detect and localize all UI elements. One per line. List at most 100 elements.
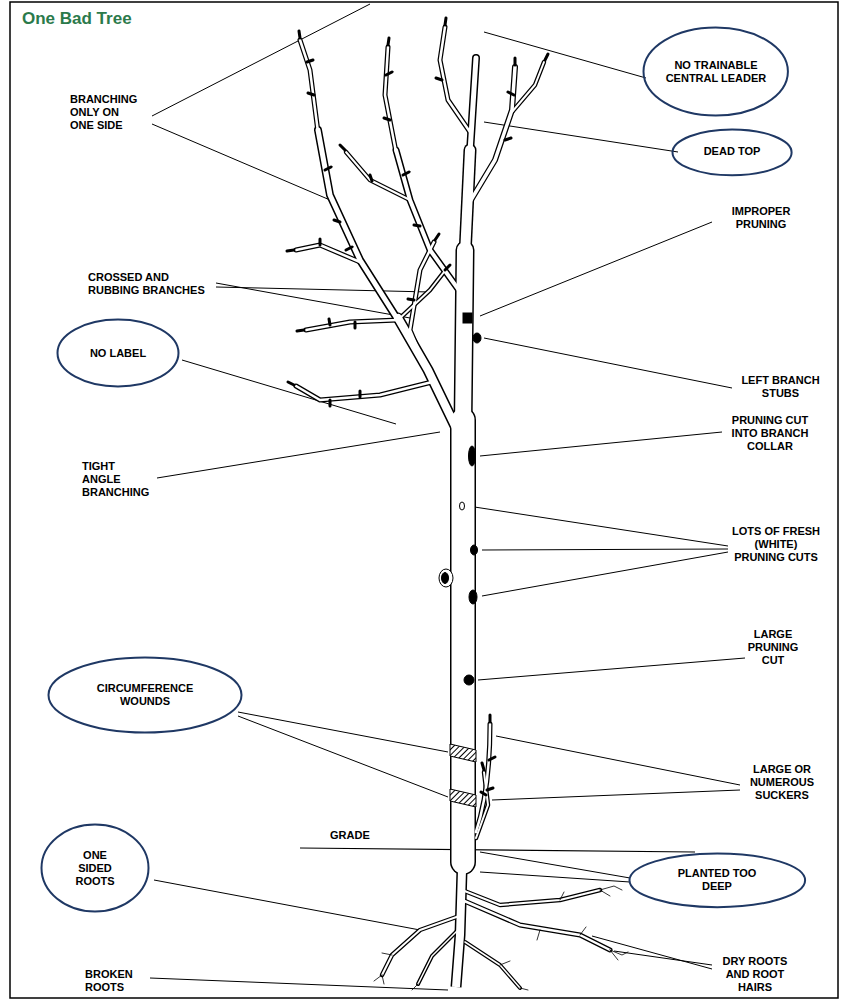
callout-text-group: CIRCUMFERENCE WOUNDS	[89, 682, 201, 708]
pruning-cuts	[439, 569, 453, 587]
part-label: TIGHT ANGLE BRANCHING	[82, 460, 154, 499]
pruning-cuts	[464, 675, 474, 685]
tree-outline	[470, 58, 476, 152]
part-label: LARGE OR NUMEROUS SUCKERS	[742, 763, 822, 802]
ellipse-outline	[629, 853, 805, 907]
callout-ellipse: PLANTED TOO DEEP	[628, 852, 807, 909]
buds	[384, 118, 390, 120]
tree-fill	[300, 40, 318, 132]
leader-lines	[478, 658, 745, 680]
callout-text-group: DEAD TOP	[692, 145, 772, 158]
buds	[359, 391, 362, 397]
pruning-cuts	[471, 545, 478, 555]
tree-outline	[296, 245, 360, 262]
part-label: BRANCHING ONLY ON ONE SIDE	[70, 93, 142, 132]
tree-fill	[465, 942, 520, 988]
part-label: DRY ROOTS AND ROOT HAIRS	[715, 955, 795, 994]
tree-outline	[450, 420, 476, 862]
leader-lines	[182, 360, 396, 424]
tree-outline	[306, 320, 398, 330]
root-hairs	[560, 892, 564, 900]
buds	[508, 92, 514, 95]
buds	[403, 172, 409, 175]
root-hairs	[600, 886, 622, 890]
callout-text: ONE SIDED ROOTS	[69, 849, 121, 888]
leader-lines	[150, 978, 448, 990]
buds	[370, 175, 372, 181]
callout-text-group: ONE SIDED ROOTS	[69, 849, 121, 888]
tree-fill	[470, 58, 476, 152]
callout-text-group: NO TRAINABLE CENTRAL LEADER	[662, 59, 770, 85]
tree-outline	[440, 27, 470, 132]
tree-fill	[398, 318, 458, 432]
buds	[436, 78, 442, 80]
tree-fill	[296, 245, 360, 262]
pruning-cuts	[473, 333, 481, 343]
tree-fill	[512, 62, 544, 112]
tree-outline	[462, 890, 600, 905]
pruning-cuts	[463, 313, 472, 323]
buds	[354, 322, 357, 328]
pruning-cuts	[442, 573, 449, 584]
buds	[514, 58, 517, 65]
tree-outline	[463, 250, 465, 425]
callout-ellipse: NO TRAINABLE CENTRAL LEADER	[642, 26, 789, 117]
root-hairs	[520, 988, 528, 990]
tree-fill	[468, 67, 515, 205]
callout-text: DEAD TOP	[692, 145, 772, 158]
tree-outline	[300, 40, 318, 132]
root-hairs	[610, 950, 628, 955]
callout-text: NO LABEL	[83, 347, 153, 360]
leader-lines	[238, 712, 448, 752]
buds	[334, 220, 340, 222]
tree-fill	[462, 900, 610, 950]
buds	[482, 763, 484, 770]
buds	[414, 225, 420, 226]
leader-lines	[482, 549, 728, 550]
buds	[445, 18, 446, 25]
tree-fill	[296, 382, 432, 400]
buds	[308, 93, 314, 95]
callout-ellipse: NO LABEL	[56, 318, 180, 388]
circumference-wounds	[450, 789, 476, 807]
tree-fill	[440, 27, 470, 132]
tree-outline	[396, 150, 466, 300]
buds	[340, 145, 345, 150]
tree-fill	[306, 320, 398, 330]
tree-outline	[462, 900, 610, 950]
root-hairs	[382, 953, 392, 955]
tree-outline	[296, 27, 610, 988]
part-label: CROSSED AND RUBBING BRANCHES	[88, 271, 213, 297]
buds	[489, 757, 495, 760]
tree-fill	[396, 150, 466, 300]
part-label: LEFT BRANCH STUBS	[738, 374, 823, 400]
tree-fill	[318, 130, 398, 320]
ellipse-outline	[58, 320, 179, 387]
leader-lines	[484, 122, 678, 152]
pruning-cuts	[469, 590, 477, 604]
tree-outline	[465, 942, 520, 988]
buds	[408, 299, 414, 300]
root-hairs	[537, 930, 540, 940]
buds	[299, 31, 300, 38]
callout-ellipse: ONE SIDED ROOTS	[40, 823, 150, 913]
tree-outline	[382, 915, 462, 975]
part-label: PRUNING CUT INTO BRANCH COLLAR	[726, 414, 814, 453]
tree-outline	[318, 130, 398, 320]
buds	[545, 54, 548, 60]
callout-text-group: NO LABEL	[83, 347, 153, 360]
callout-text: CIRCUMFERENCE WOUNDS	[89, 682, 201, 708]
buds	[445, 265, 450, 270]
buds	[435, 234, 439, 240]
part-label: BROKEN ROOTS	[85, 968, 145, 994]
leader-lines	[480, 852, 630, 878]
callout-ellipse: DEAD TOP	[671, 128, 793, 177]
leader-lines	[484, 32, 646, 78]
leader-lines	[492, 790, 740, 800]
buds	[505, 138, 511, 140]
leader-lines	[216, 287, 430, 292]
grade-label: GRADE	[330, 829, 390, 842]
leader-lines	[482, 552, 728, 596]
buds	[489, 715, 492, 722]
